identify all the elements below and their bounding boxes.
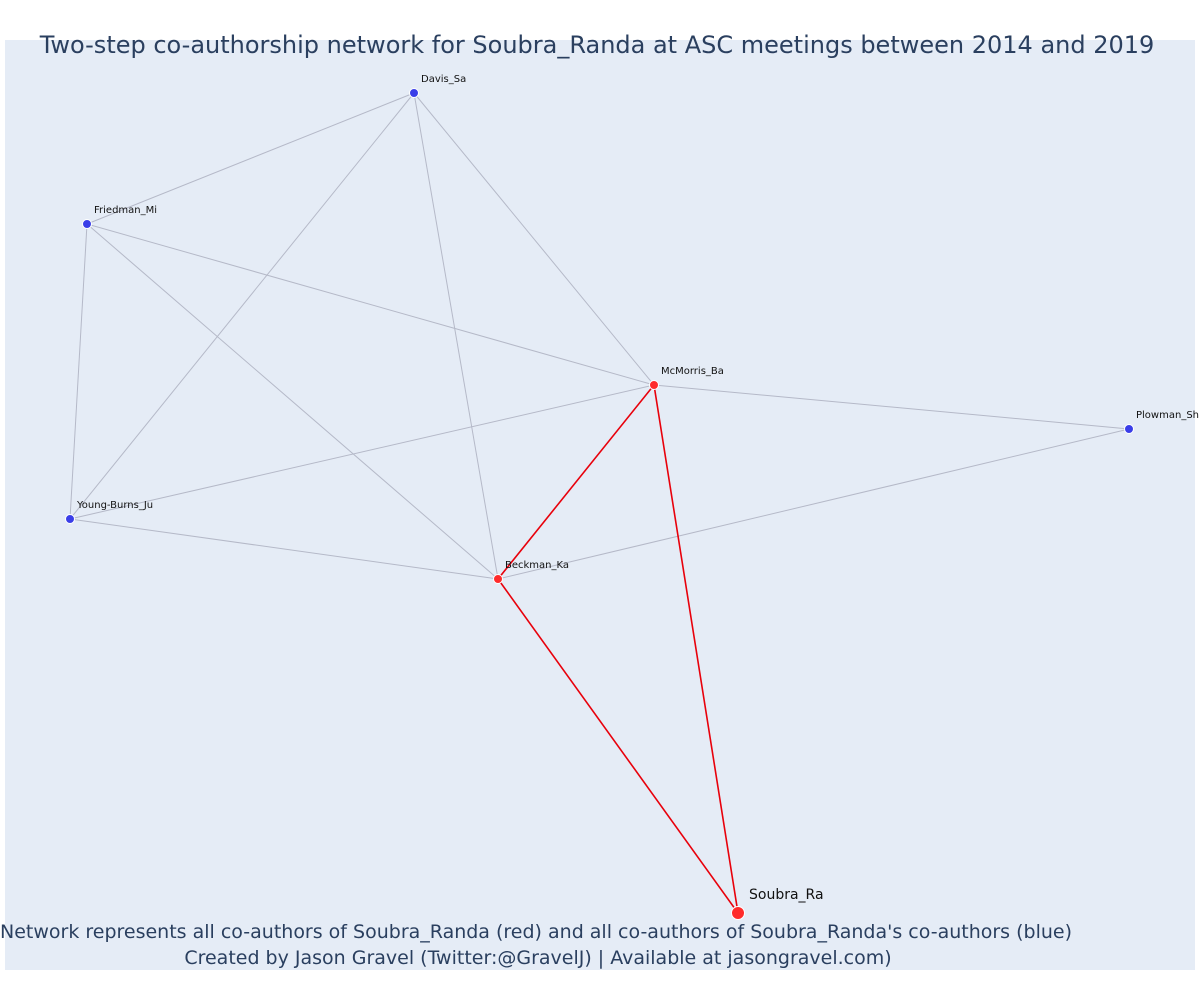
caption-line-2: Created by Jason Gravel (Twitter:@Gravel… (184, 947, 891, 969)
edge-beckman-ka-plowman-sh (497, 428, 1130, 580)
node-soubra-ra[interactable] (731, 906, 745, 920)
edge-davis-sa-mcmorris-ba (413, 92, 655, 386)
edge-mcmorris-ba-beckman-ka (497, 384, 655, 580)
node-label-young-burns-ju: Young-Burns_Ju (76, 500, 153, 511)
node-beckman-ka[interactable] (493, 574, 503, 584)
node-label-plowman-sh: Plowman_Sh (1136, 410, 1199, 421)
plot-area (5, 40, 1195, 970)
edge-mcmorris-ba-plowman-sh (653, 384, 1130, 430)
edge-friedman-mi-young-burns-ju (69, 223, 88, 520)
node-label-friedman-mi: Friedman_Mi (94, 205, 157, 216)
edge-young-burns-ju-mcmorris-ba (69, 384, 655, 520)
chart-title: Two-step co-authorship network for Soubr… (39, 31, 1155, 59)
node-plowman-sh[interactable] (1124, 424, 1134, 434)
node-mcmorris-ba[interactable] (649, 380, 659, 390)
node-friedman-mi[interactable] (82, 219, 92, 229)
edge-davis-sa-young-burns-ju (69, 92, 415, 520)
edges-layer (69, 92, 1130, 914)
edge-friedman-mi-mcmorris-ba (86, 223, 655, 386)
edge-friedman-mi-beckman-ka (86, 223, 499, 580)
caption-line-1: Network represents all co-authors of Sou… (0, 921, 1072, 943)
node-label-mcmorris-ba: McMorris_Ba (661, 366, 724, 377)
nodes-layer: Davis_SaFriedman_MiMcMorris_BaPlowman_Sh… (65, 74, 1199, 920)
node-label-beckman-ka: Beckman_Ka (505, 560, 569, 571)
edge-young-burns-ju-beckman-ka (69, 518, 499, 580)
node-label-davis-sa: Davis_Sa (421, 74, 466, 85)
edge-davis-sa-beckman-ka (413, 92, 499, 580)
node-young-burns-ju[interactable] (65, 514, 75, 524)
node-label-soubra-ra: Soubra_Ra (749, 887, 824, 903)
edge-davis-sa-friedman-mi (86, 92, 415, 225)
edge-mcmorris-ba-soubra-ra (653, 384, 739, 914)
node-davis-sa[interactable] (409, 88, 419, 98)
edge-beckman-ka-soubra-ra (497, 578, 739, 914)
